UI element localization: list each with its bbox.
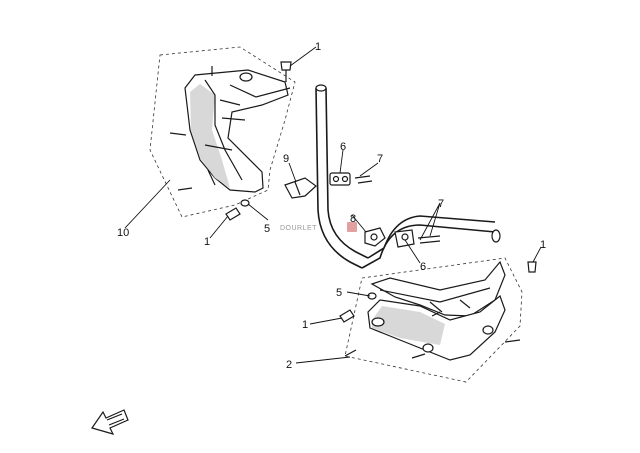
callout-10: 10 — [117, 227, 129, 239]
fastener-markers — [169, 66, 521, 359]
bracket-part-9 — [284, 177, 317, 199]
callout-2: 2 — [286, 359, 292, 371]
watermark-text: DOURLET — [280, 225, 317, 232]
callout-7-bottom: 7 — [438, 198, 444, 210]
callout-5-left: 5 — [264, 223, 270, 235]
clamp-part-6-lower — [394, 229, 415, 248]
leader-lines — [124, 46, 542, 364]
watermark-logo — [347, 222, 357, 232]
callout-9: 9 — [283, 153, 289, 165]
callout-8: 8 — [350, 213, 356, 225]
lower-cover-part — [367, 260, 506, 361]
clamp-part-8 — [364, 227, 386, 247]
upper-assembly-boundary — [149, 46, 296, 218]
callout-1-top: 1 — [315, 41, 321, 53]
clamp-part-6-upper — [329, 172, 351, 186]
callout-6-top: 6 — [340, 141, 346, 153]
bolt-part-1-right — [527, 261, 537, 273]
callout-5-bottom: 5 — [336, 287, 342, 299]
callout-7-top: 7 — [377, 153, 383, 165]
bolt-part-1-bottom — [339, 309, 355, 323]
washer-part-5-left — [240, 199, 250, 207]
bolt-part-1-top — [280, 61, 292, 82]
callout-1-right: 1 — [540, 239, 546, 251]
front-direction-arrow-icon — [91, 409, 129, 435]
bolt-part-1-left — [225, 207, 241, 221]
callout-6-bottom: 6 — [420, 261, 426, 273]
callout-1-bottom: 1 — [302, 319, 308, 331]
callout-1-left: 1 — [204, 236, 210, 248]
lower-assembly-boundary — [344, 257, 523, 383]
upper-cover-part — [184, 69, 291, 193]
